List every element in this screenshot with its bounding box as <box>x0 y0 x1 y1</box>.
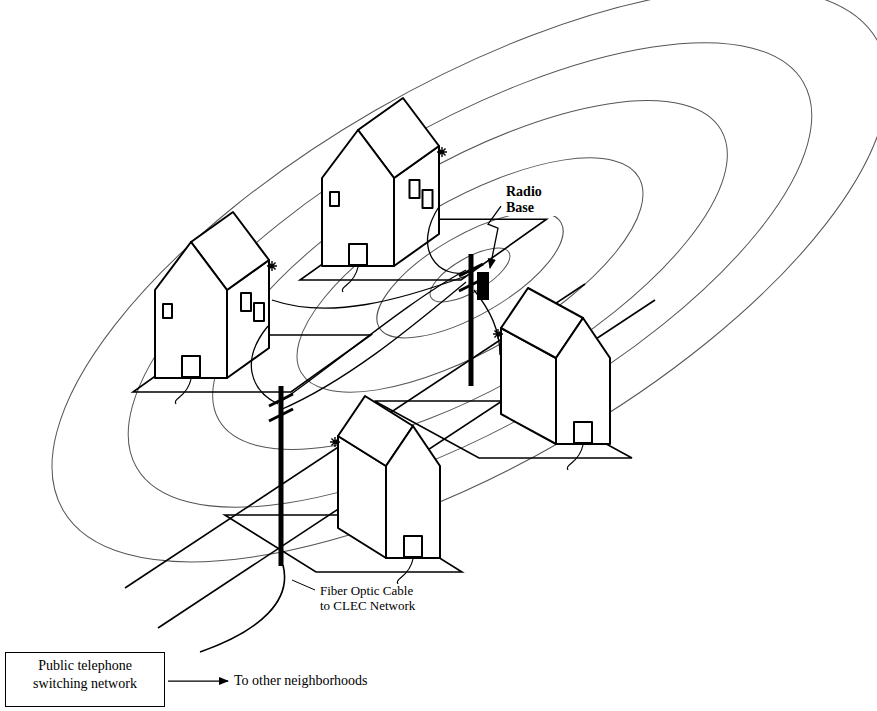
arrow <box>168 680 228 681</box>
coverage-ring <box>163 33 777 517</box>
process-box: Public telephone switching network <box>5 652 165 707</box>
house <box>225 396 462 584</box>
drop-wire <box>280 270 466 402</box>
house-window <box>330 192 339 206</box>
fiber-cable <box>200 565 285 652</box>
leader-line <box>488 206 501 268</box>
house-window <box>423 190 433 208</box>
houses <box>133 98 632 584</box>
crossarm <box>269 409 293 421</box>
leaders <box>168 206 501 681</box>
callout-label: Fiber Optic Cable to CLEC Network <box>320 583 415 613</box>
walkway <box>567 445 583 470</box>
coverage-rings <box>0 0 877 675</box>
coverage-ring <box>62 0 877 597</box>
crossarm <box>269 394 293 406</box>
house-front <box>155 242 227 378</box>
callout-label: Radio Base <box>506 184 542 215</box>
antenna-symbol <box>330 437 340 447</box>
drop-wire <box>251 326 278 404</box>
house-window <box>241 293 251 311</box>
house-door <box>182 356 200 377</box>
box-text: Public telephone switching network <box>12 657 158 692</box>
utility-pole <box>469 254 474 386</box>
wires <box>200 205 500 652</box>
house-front <box>556 318 610 444</box>
drop-wire <box>272 276 466 308</box>
walkway <box>342 267 358 292</box>
house-window <box>163 304 172 318</box>
radio-base-unit <box>477 272 489 300</box>
coverage-ring <box>264 113 677 438</box>
antenna-symbol <box>437 147 447 157</box>
house-door <box>349 244 367 265</box>
house <box>300 98 547 292</box>
house-window <box>410 180 420 198</box>
coverage-ring <box>0 0 877 675</box>
label-holder: Radio Base <box>504 184 560 216</box>
house-door <box>404 536 422 557</box>
house-front <box>322 130 394 266</box>
drop-wire <box>428 205 468 273</box>
drop-wire <box>280 282 466 410</box>
walkway <box>397 559 413 584</box>
antenna-symbol <box>267 261 277 271</box>
label-holder: To other neighborhoods <box>232 673 370 689</box>
walkway <box>175 379 191 404</box>
leader-line <box>292 580 315 590</box>
label-holder: Fiber Optic Cable to CLEC Network <box>318 584 426 614</box>
poles <box>269 254 489 566</box>
callout-label: To other neighborhoods <box>234 673 368 688</box>
house-front <box>386 426 440 558</box>
house-door <box>574 422 592 443</box>
house-window <box>254 303 264 321</box>
